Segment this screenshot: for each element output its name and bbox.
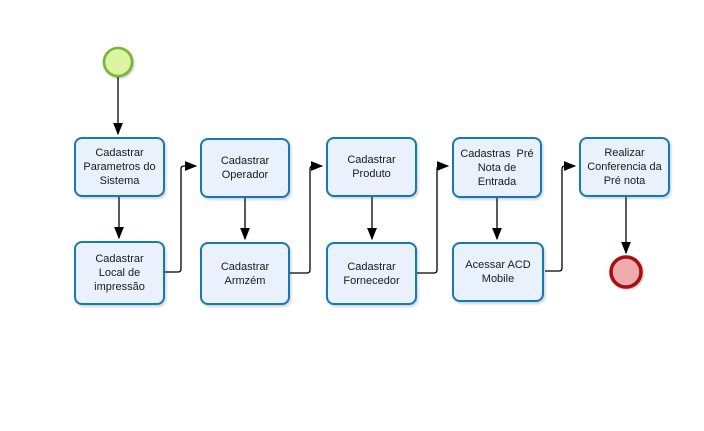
task-cadastrar-parametros-do-sistema[interactable]: Cadastrar Parametros do Sistema — [74, 137, 165, 197]
start-event-circle[interactable] — [102, 46, 134, 78]
end-event-circle[interactable] — [609, 255, 643, 289]
task-cadastrar-armzem[interactable]: Cadastrar Armzém — [200, 242, 290, 305]
connector-armzem-to-produto — [290, 161, 324, 274]
task-realizar-conferencia-da-pre-nota[interactable]: Realizar Conferencia da Pré nota — [579, 137, 670, 197]
task-cadastrar-produto[interactable]: Cadastrar Produto — [326, 137, 417, 197]
task-cadastrar-fornecedor[interactable]: Cadastrar Fornecedor — [326, 242, 417, 305]
connector-acd-to-conferencia — [545, 161, 577, 272]
connector-local-to-operador — [165, 161, 198, 273]
task-cadastrar-operador[interactable]: Cadastrar Operador — [200, 138, 290, 198]
task-cadastrar-local-de-impressao[interactable]: Cadastrar Local de impressão — [74, 241, 165, 305]
connector-fornecedor-to-prenota — [417, 161, 450, 274]
task-acessar-acd-mobile[interactable]: Acessar ACD Mobile — [452, 242, 544, 302]
task-cadastras-pre-nota-de-entrada[interactable]: Cadastras Pré Nota de Entrada — [452, 137, 542, 198]
